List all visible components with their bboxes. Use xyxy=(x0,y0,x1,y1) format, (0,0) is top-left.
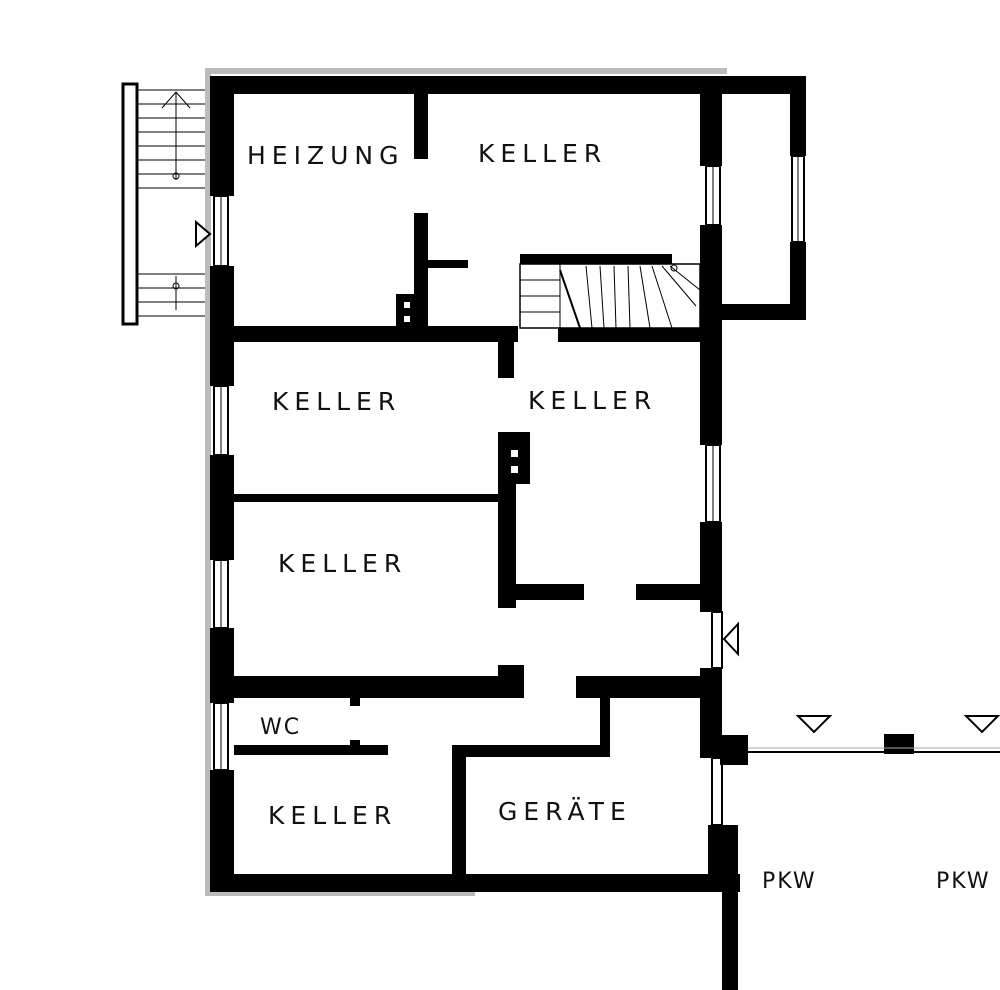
entrance-markers xyxy=(195,219,1000,734)
room-label-keller-top: KELLER xyxy=(478,139,607,168)
garage-outline xyxy=(748,747,1000,753)
room-label-heizung: HEIZUNG xyxy=(247,141,404,170)
interior-stair xyxy=(519,263,701,329)
exterior-stair xyxy=(121,82,205,326)
room-label-keller-mid-right: KELLER xyxy=(528,386,657,415)
room-label-keller-bottom-left: KELLER xyxy=(268,801,397,830)
room-label-wc: WC xyxy=(260,715,301,740)
room-labels: HEIZUNG KELLER KELLER KELLER KELLER WC K… xyxy=(247,139,991,894)
room-label-keller-lower-left: KELLER xyxy=(278,549,407,578)
walls xyxy=(210,76,914,990)
garage-label-pkw-2: PKW xyxy=(936,869,991,894)
room-label-keller-mid-left: KELLER xyxy=(272,387,401,416)
outer-wall-hatch xyxy=(205,68,727,896)
garage-label-pkw-1: PKW xyxy=(762,869,817,894)
windows xyxy=(213,155,805,826)
room-label-geraete: GERÄTE xyxy=(498,797,632,826)
